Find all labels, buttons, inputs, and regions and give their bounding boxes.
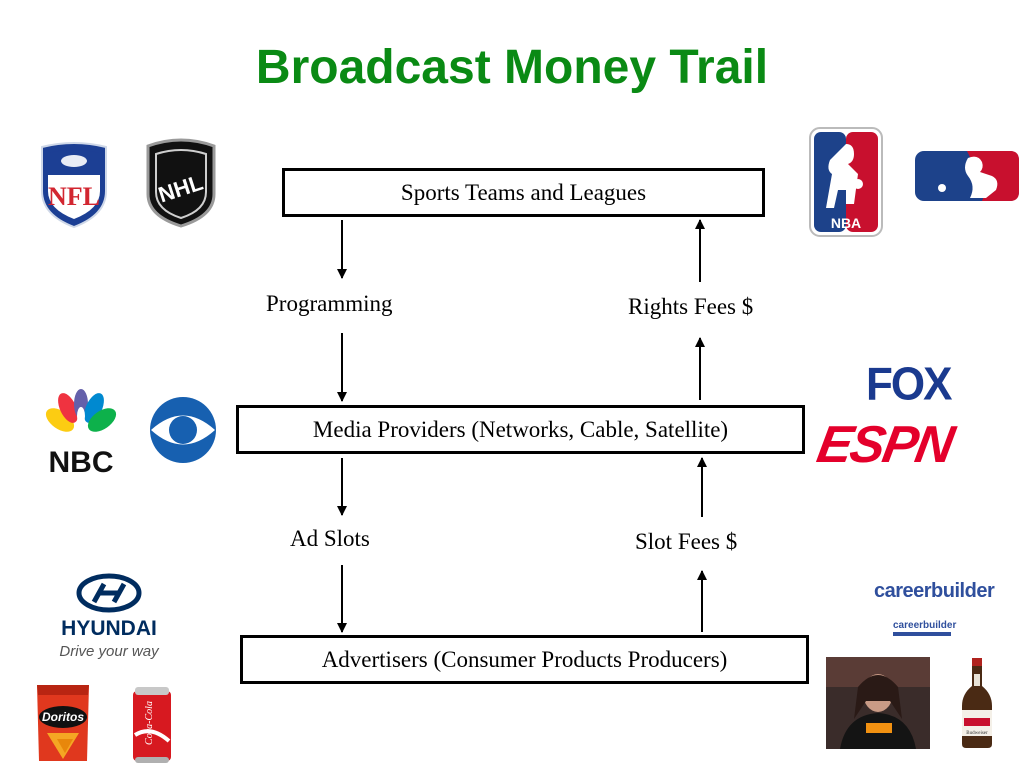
nba-logo: NBA [809, 127, 883, 237]
sports-teams-box: Sports Teams and Leagues [282, 168, 765, 217]
budweiser-bottle: Budweiser [962, 658, 992, 748]
page-title: Broadcast Money Trail [255, 41, 769, 94]
hyundai-tagline: Drive your way [59, 643, 160, 660]
nfl-logo: NFL [41, 142, 107, 229]
budweiser-logo-text: Budweiser [966, 731, 988, 736]
cbs-logo [150, 397, 216, 463]
coca-cola-logo-text: Coca-Cola [144, 701, 155, 745]
nhl-logo: NHL [146, 138, 216, 228]
coca-cola-can: Coca-Cola [133, 687, 171, 763]
fox-logo: FOX [866, 358, 952, 411]
media-providers-box: Media Providers (Networks, Cable, Satell… [236, 405, 805, 454]
programming-label: Programming [266, 291, 393, 316]
nba-logo-text: NBA [831, 215, 861, 231]
peacock-icon [45, 389, 117, 432]
nfl-logo-text: NFL [48, 182, 100, 211]
advertisers-box: Advertisers (Consumer Products Producers… [240, 635, 809, 684]
nbc-logo-text: NBC [49, 446, 114, 476]
hyundai-logo: HYUNDAI Drive your way [59, 573, 160, 660]
slot-fees-label: Slot Fees $ [635, 529, 738, 554]
espn-logo: ESPN [812, 416, 957, 474]
doritos-bag: Doritos [37, 685, 89, 761]
mlb-logo [913, 149, 1021, 203]
careerbuilder-logo: careerbuilder [874, 580, 995, 602]
rights-fees-label: Rights Fees $ [628, 294, 754, 319]
hyundai-logo-text: HYUNDAI [61, 617, 157, 640]
careerbuilder-small-logo: careerbuilder [893, 620, 956, 636]
nbc-logo: NBC [45, 389, 117, 476]
doritos-logo-text: Doritos [42, 710, 84, 724]
ad-slots-label: Ad Slots [290, 526, 370, 551]
driver-photo [826, 657, 930, 749]
